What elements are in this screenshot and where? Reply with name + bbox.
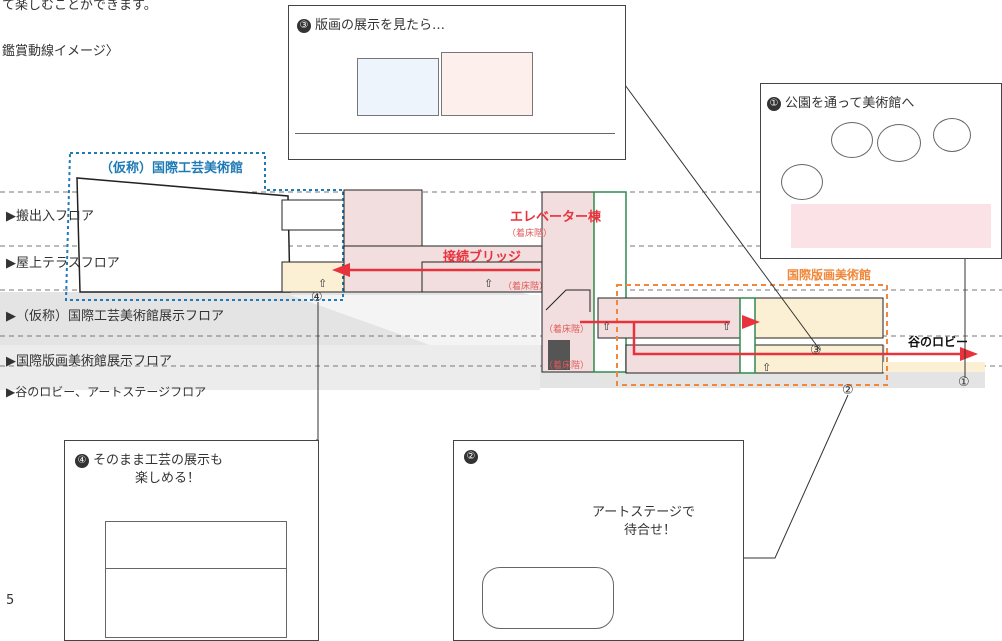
up-arrow-icon: ⇧ ⇧ ⇧ ⇧ ⇧ — [318, 277, 771, 374]
marker-2: ② — [842, 383, 854, 398]
tree-icon — [781, 164, 823, 200]
route-title: 鑑賞動線イメージ〉 — [2, 44, 119, 59]
craft-museum-body — [76, 177, 291, 293]
panel-title-text: 公園を通って美術館へ — [785, 96, 915, 111]
panel-number: ③ — [297, 19, 311, 33]
panel-park-approach: ① 公園を通って美術館へ — [760, 83, 1002, 259]
print-museum-label: 国際版画美術館 — [787, 268, 872, 282]
panel-art-stage: ② アートステージで 待合せ！ — [453, 440, 744, 641]
svg-text:⇧: ⇧ — [484, 277, 493, 290]
floor-tag: （着床階） — [503, 282, 549, 292]
display-base — [105, 567, 287, 638]
panel-caption: アートステージで — [592, 505, 695, 520]
panel-number: ④ — [75, 454, 89, 468]
artwork-frame — [441, 52, 533, 116]
panel-title: ① 公園を通って美術館へ — [767, 92, 914, 111]
floor-label: ▶（仮称）国際工芸美術館展示フロア — [6, 309, 224, 324]
lobby-label: 谷のロビー — [908, 335, 969, 349]
panel-title: ② — [464, 449, 482, 464]
panel-number: ① — [767, 97, 781, 111]
route-arrows — [350, 268, 960, 356]
floor-tag: （着床階） — [544, 325, 590, 335]
craft-museum-outline — [64, 152, 344, 301]
floor-label: ▶谷のロビー、アートステージフロア — [6, 385, 207, 399]
svg-text:⇧: ⇧ — [602, 320, 611, 333]
svg-text:⇧: ⇧ — [318, 277, 327, 290]
tree-icon — [877, 124, 921, 162]
tree-icon — [933, 118, 971, 152]
page-number: 5 — [6, 593, 15, 608]
panel-title-text: 版画の展示を見たら… — [315, 18, 446, 33]
path-area — [791, 204, 991, 248]
svg-text:⇧: ⇧ — [762, 361, 771, 374]
print-museum-outline — [616, 284, 888, 386]
artwork-frame — [357, 58, 439, 116]
floor-label: ▶搬出入フロア — [6, 209, 94, 224]
bridge-label: 接続ブリッジ — [443, 250, 522, 265]
sofa — [482, 567, 614, 629]
intro-text: て楽しむことができます。 — [2, 0, 157, 13]
craft-museum-label: （仮称）国際工芸美術館 — [100, 161, 244, 176]
panel-print-exhibition: ③ 版画の展示を見たら… — [288, 5, 626, 160]
svg-text:⇧: ⇧ — [722, 320, 731, 333]
elevator-label: エレベーター棟 — [510, 210, 602, 225]
floor-label: ▶国際版画美術館展示フロア — [6, 354, 172, 369]
marker-1: ① — [958, 375, 970, 390]
gallery-floor-line — [295, 133, 615, 134]
panel-caption: 待合せ！ — [624, 523, 677, 538]
floor-tag: （着床階） — [507, 229, 553, 239]
floor-tag: （着床階） — [544, 361, 590, 371]
panel-title-line2: 楽しめる！ — [135, 471, 201, 486]
floor-label: ▶屋上テラスフロア — [6, 256, 120, 271]
marker-3: ③ — [810, 343, 822, 358]
panel-title: ④ そのまま工芸の展示も — [75, 449, 223, 468]
panel-craft-exhibition: ④ そのまま工芸の展示も 楽しめる！ — [64, 440, 319, 641]
tree-icon — [831, 122, 873, 158]
display-case — [105, 521, 287, 569]
marker-4: ④ — [311, 290, 323, 305]
panel-number: ② — [464, 450, 478, 464]
panel-title-text: そのまま工芸の展示も — [93, 453, 224, 468]
panel-title: ③ 版画の展示を見たら… — [297, 14, 445, 33]
